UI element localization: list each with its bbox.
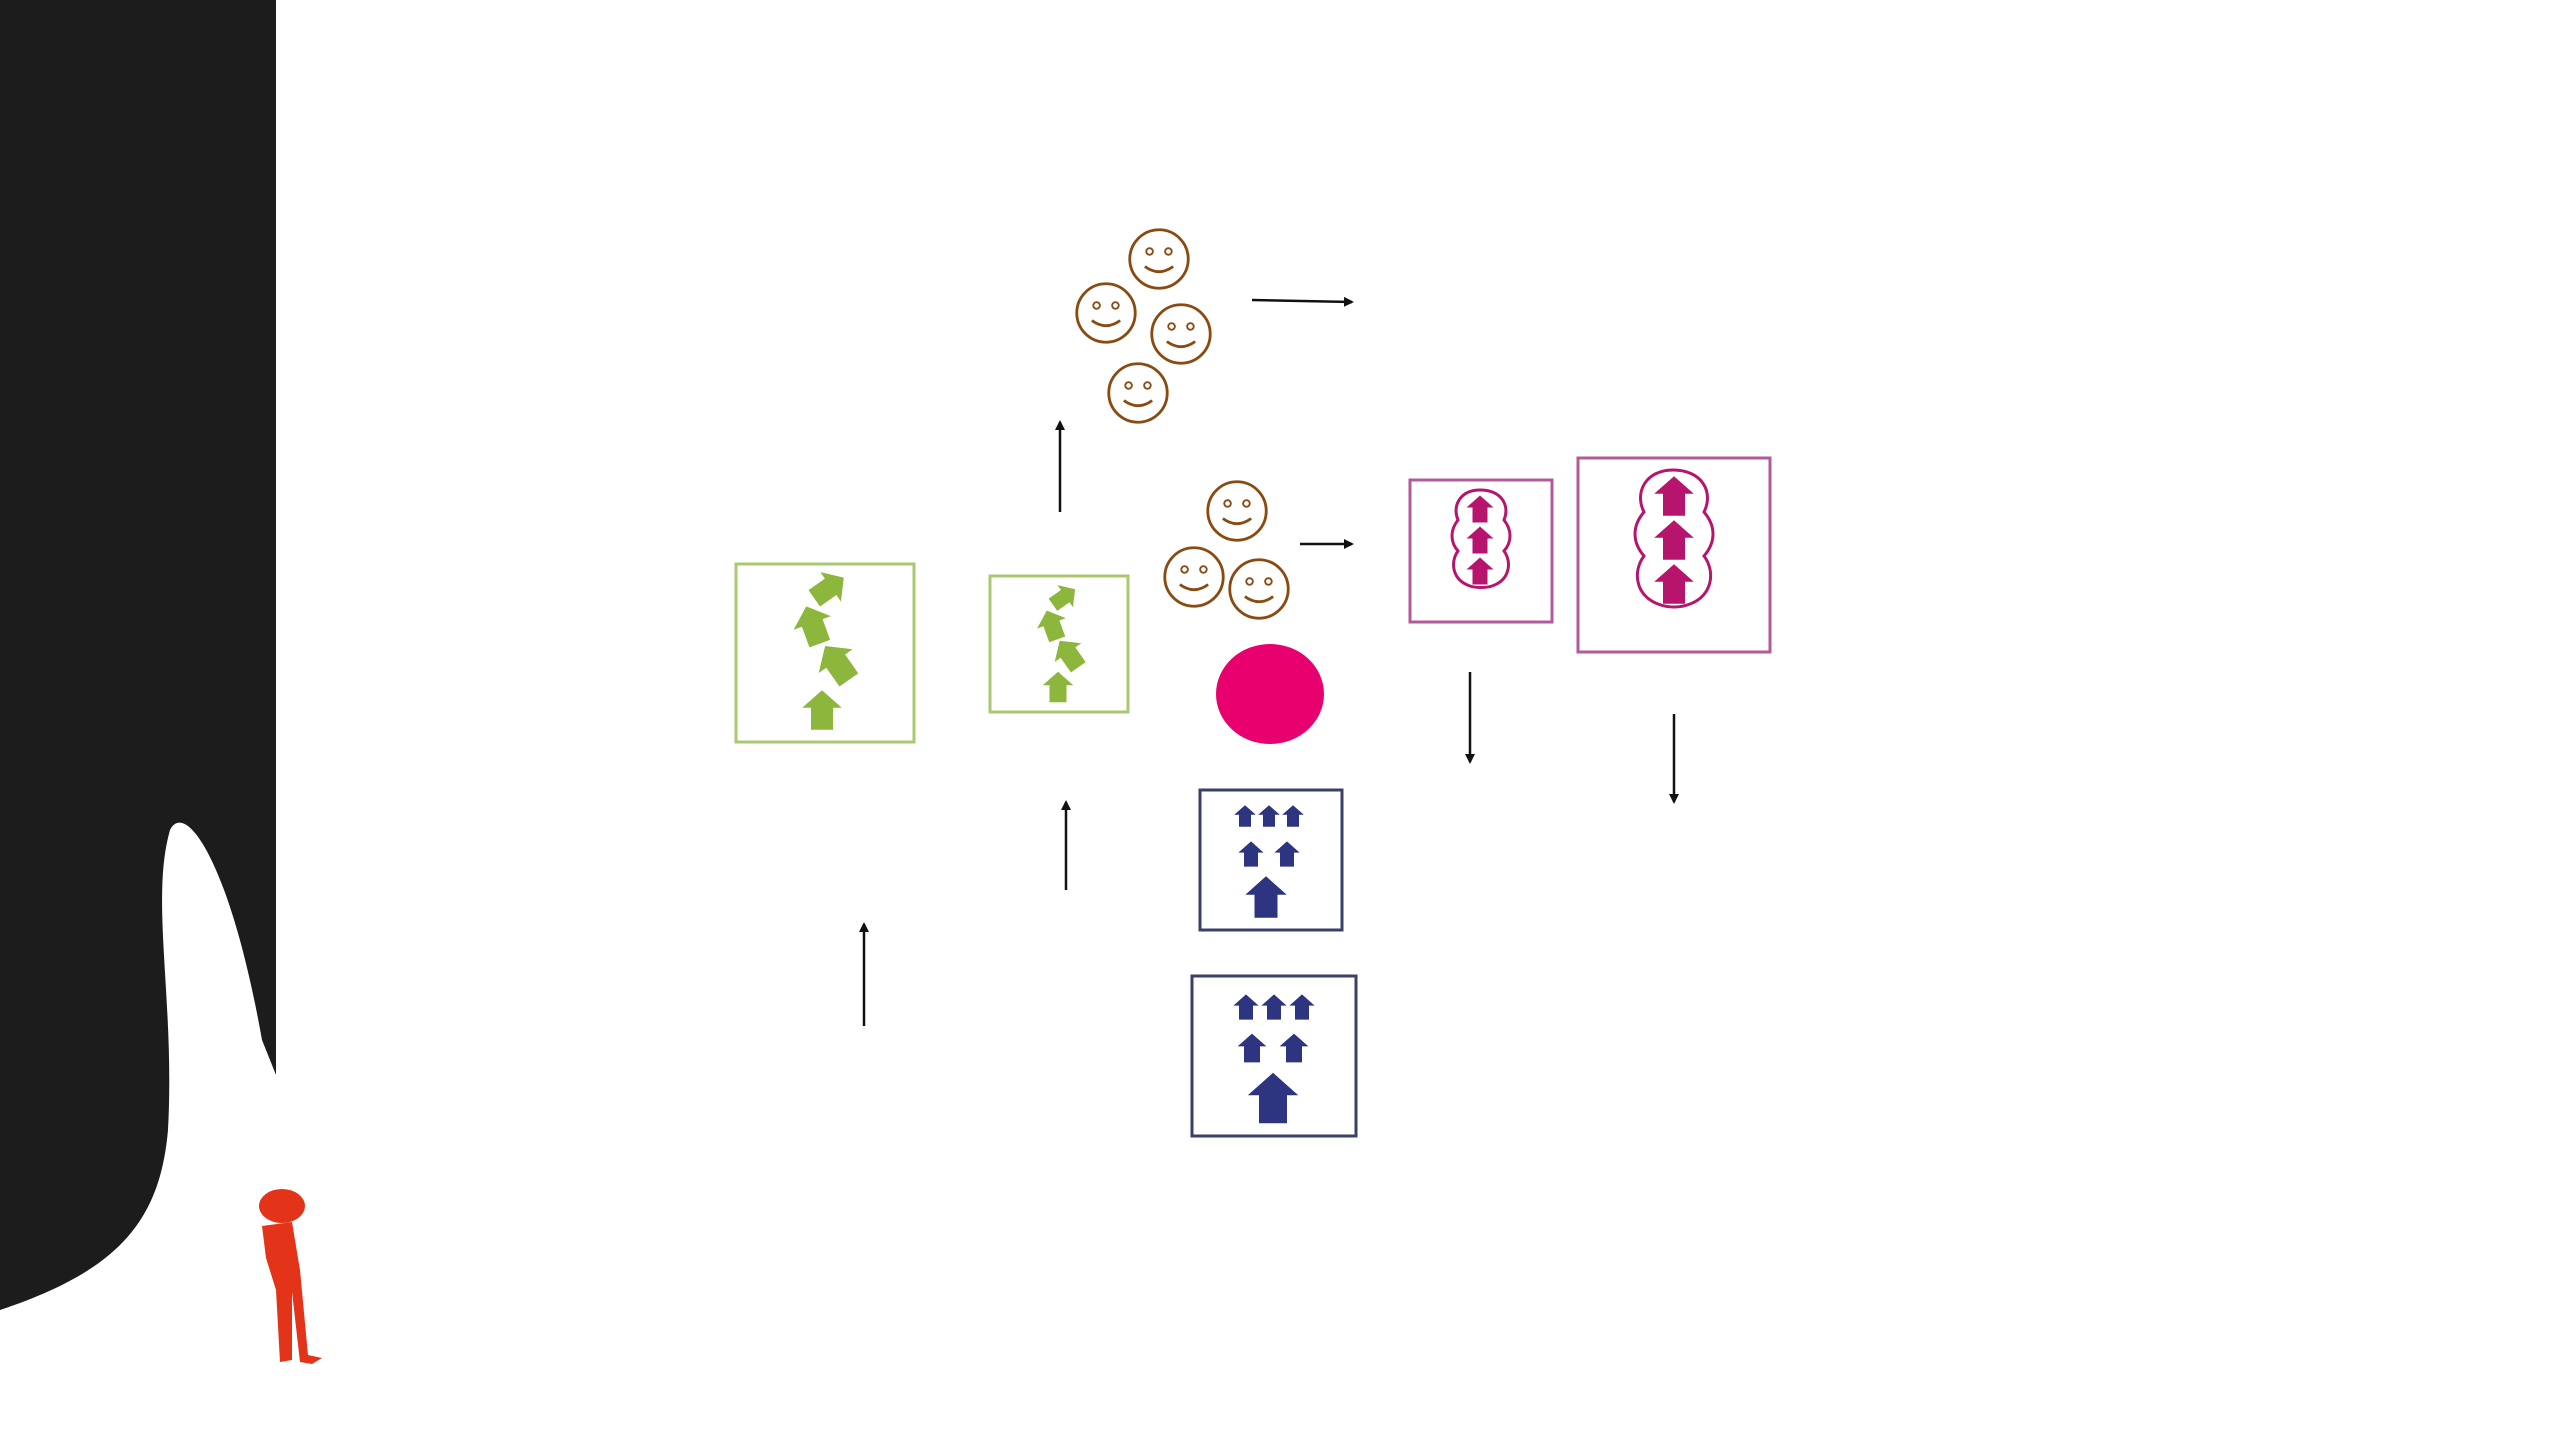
stacked-houses-icon — [1450, 488, 1512, 589]
smiley-face-icon — [1228, 558, 1290, 620]
smiley-group-three — [1163, 480, 1290, 620]
green-arrows-box-small — [988, 574, 1130, 714]
stacked-houses-icon — [1633, 468, 1715, 609]
magenta-houses-box-large — [1576, 456, 1772, 654]
person-icon — [259, 1189, 322, 1364]
smiley-face-icon — [1150, 303, 1212, 365]
magenta-houses-box-small — [1408, 478, 1554, 624]
arrows — [859, 296, 1679, 1026]
smiley-face-icon — [1075, 282, 1137, 344]
circle-icon — [1216, 644, 1324, 744]
green-arrows-box-large — [734, 562, 916, 744]
sidebar-decoration — [0, 0, 276, 1440]
smiley-group-four — [1075, 228, 1212, 424]
smiley-face-icon — [1163, 546, 1225, 608]
navy-houses-box-small — [1198, 788, 1344, 932]
arrow-right-1 — [1251, 296, 1354, 307]
navy-houses-box-large — [1190, 974, 1358, 1138]
smiley-face-icon — [1128, 228, 1190, 290]
smiley-face-icon — [1206, 480, 1268, 542]
smiley-face-icon — [1107, 362, 1169, 424]
